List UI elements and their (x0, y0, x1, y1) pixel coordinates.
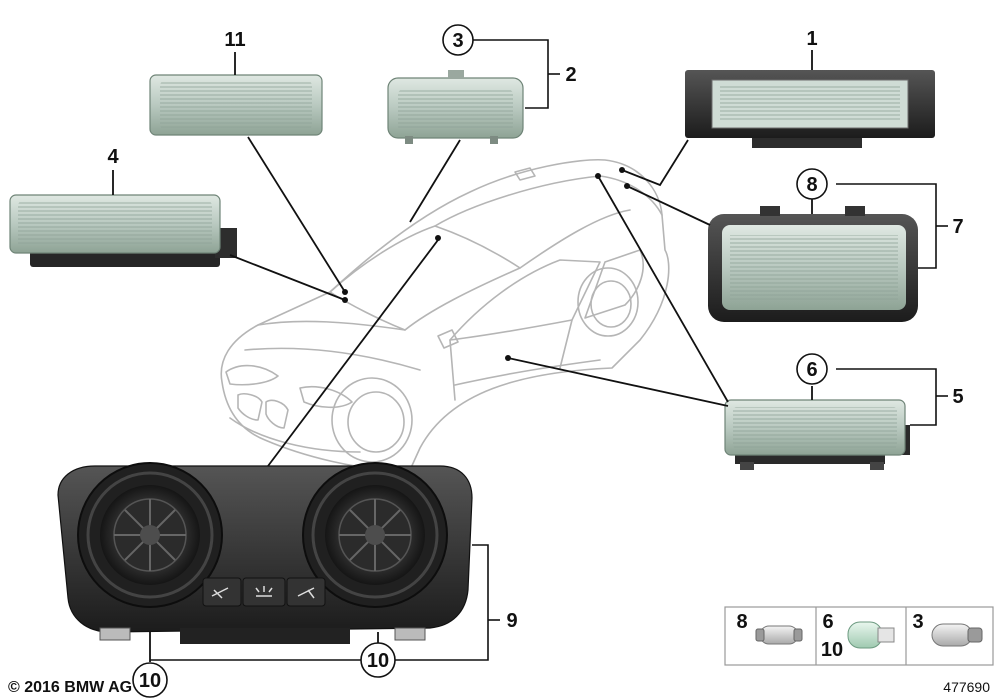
part-4-footwell-light[interactable] (9, 194, 237, 267)
legend-label-8: 8 (736, 611, 747, 633)
callout-2: 2 (565, 64, 576, 86)
callout-3-circle (442, 24, 474, 56)
tubular-bulb-icon (931, 623, 983, 647)
legend-label-6: 6 (822, 611, 833, 633)
wedge-bulb-icon (847, 621, 895, 649)
callout-5: 5 (952, 386, 963, 408)
callout-7: 7 (952, 216, 963, 238)
legend-label-10: 10 (821, 639, 843, 661)
part-7-luggage-light[interactable] (708, 206, 918, 322)
part-11-interior-light[interactable] (149, 74, 323, 136)
legend-label-3: 3 (912, 611, 923, 633)
callout-8-circle (796, 168, 828, 200)
callout-8: 8 (806, 174, 817, 196)
callout-6: 6 (806, 359, 817, 381)
callout-6-circle (796, 353, 828, 385)
bulb-legend: 8 6 10 3 (724, 606, 994, 666)
part-2-reading-light[interactable] (387, 70, 524, 144)
callout-10a-circle (132, 662, 168, 698)
copyright-text: © 2016 BMW AG (8, 679, 132, 696)
callout-3: 3 (452, 30, 463, 52)
callout-11: 11 (224, 29, 245, 51)
callout-10b: 10 (367, 650, 389, 672)
callout-10a: 10 (139, 670, 161, 692)
callout-9: 9 (506, 610, 517, 632)
diagram-number: 477690 (943, 679, 990, 695)
part-9-roof-module[interactable] (57, 462, 473, 644)
callout-10b-circle (360, 642, 396, 678)
callout-1: 1 (806, 28, 817, 50)
car-outline (220, 158, 670, 471)
part-1-license-plate-light[interactable] (685, 70, 935, 148)
part-5-door-light[interactable] (724, 399, 910, 470)
callout-4: 4 (107, 146, 119, 168)
festoon-bulb-icon (755, 625, 803, 645)
